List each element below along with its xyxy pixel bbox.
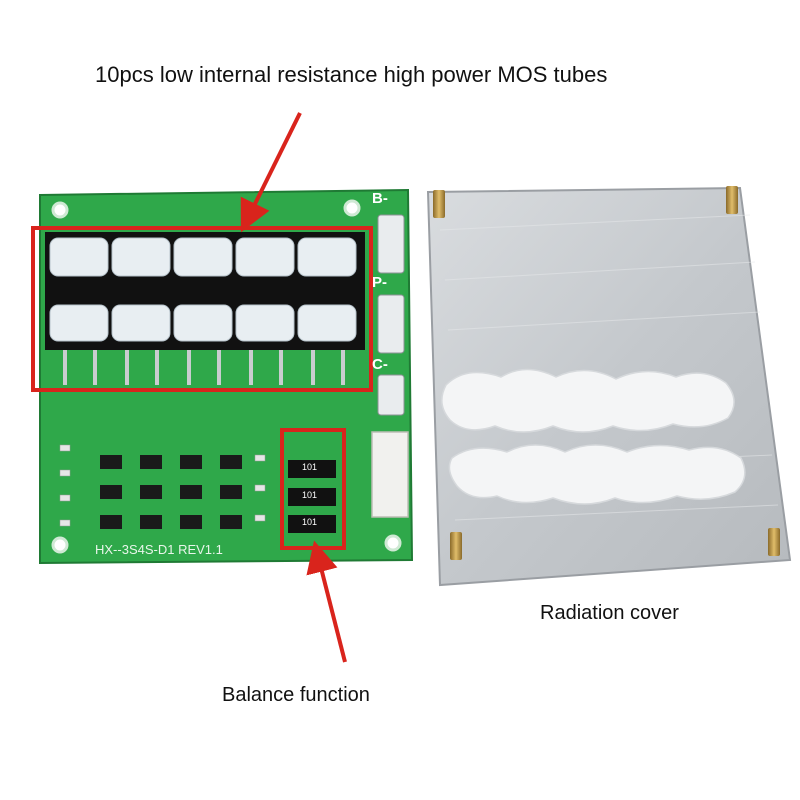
- balance-connector: [371, 431, 409, 518]
- bms-pcb-board: [39, 188, 414, 565]
- balance-resistors: [288, 460, 336, 533]
- radiation-cover-caption: Radiation cover: [540, 602, 679, 624]
- resistor-label-2: 101: [302, 490, 318, 500]
- mos-tubes-caption: 10pcs low internal resistance high power…: [95, 62, 608, 87]
- resistor-label-3: 101: [302, 517, 318, 527]
- radiation-cover: [426, 186, 792, 587]
- smd-components: [100, 455, 242, 529]
- terminal-p-label: P-: [372, 274, 387, 291]
- mos-arrow: [240, 112, 302, 233]
- balance-arrow: [306, 540, 347, 663]
- mos-highlight-box: [31, 226, 373, 392]
- terminal-b-label: B-: [372, 190, 388, 207]
- mosfet-row-bottom: [45, 300, 365, 385]
- resistor-label-1: 101: [302, 462, 318, 472]
- mosfet-row-top: [45, 232, 365, 300]
- thermal-paste: [441, 368, 746, 505]
- terminal-c-label: C-: [372, 356, 388, 373]
- brass-standoffs: [433, 186, 780, 560]
- balance-function-caption: Balance function: [222, 684, 370, 706]
- board-model-marking: HX--3S4S-D1 REV1.1: [95, 542, 223, 557]
